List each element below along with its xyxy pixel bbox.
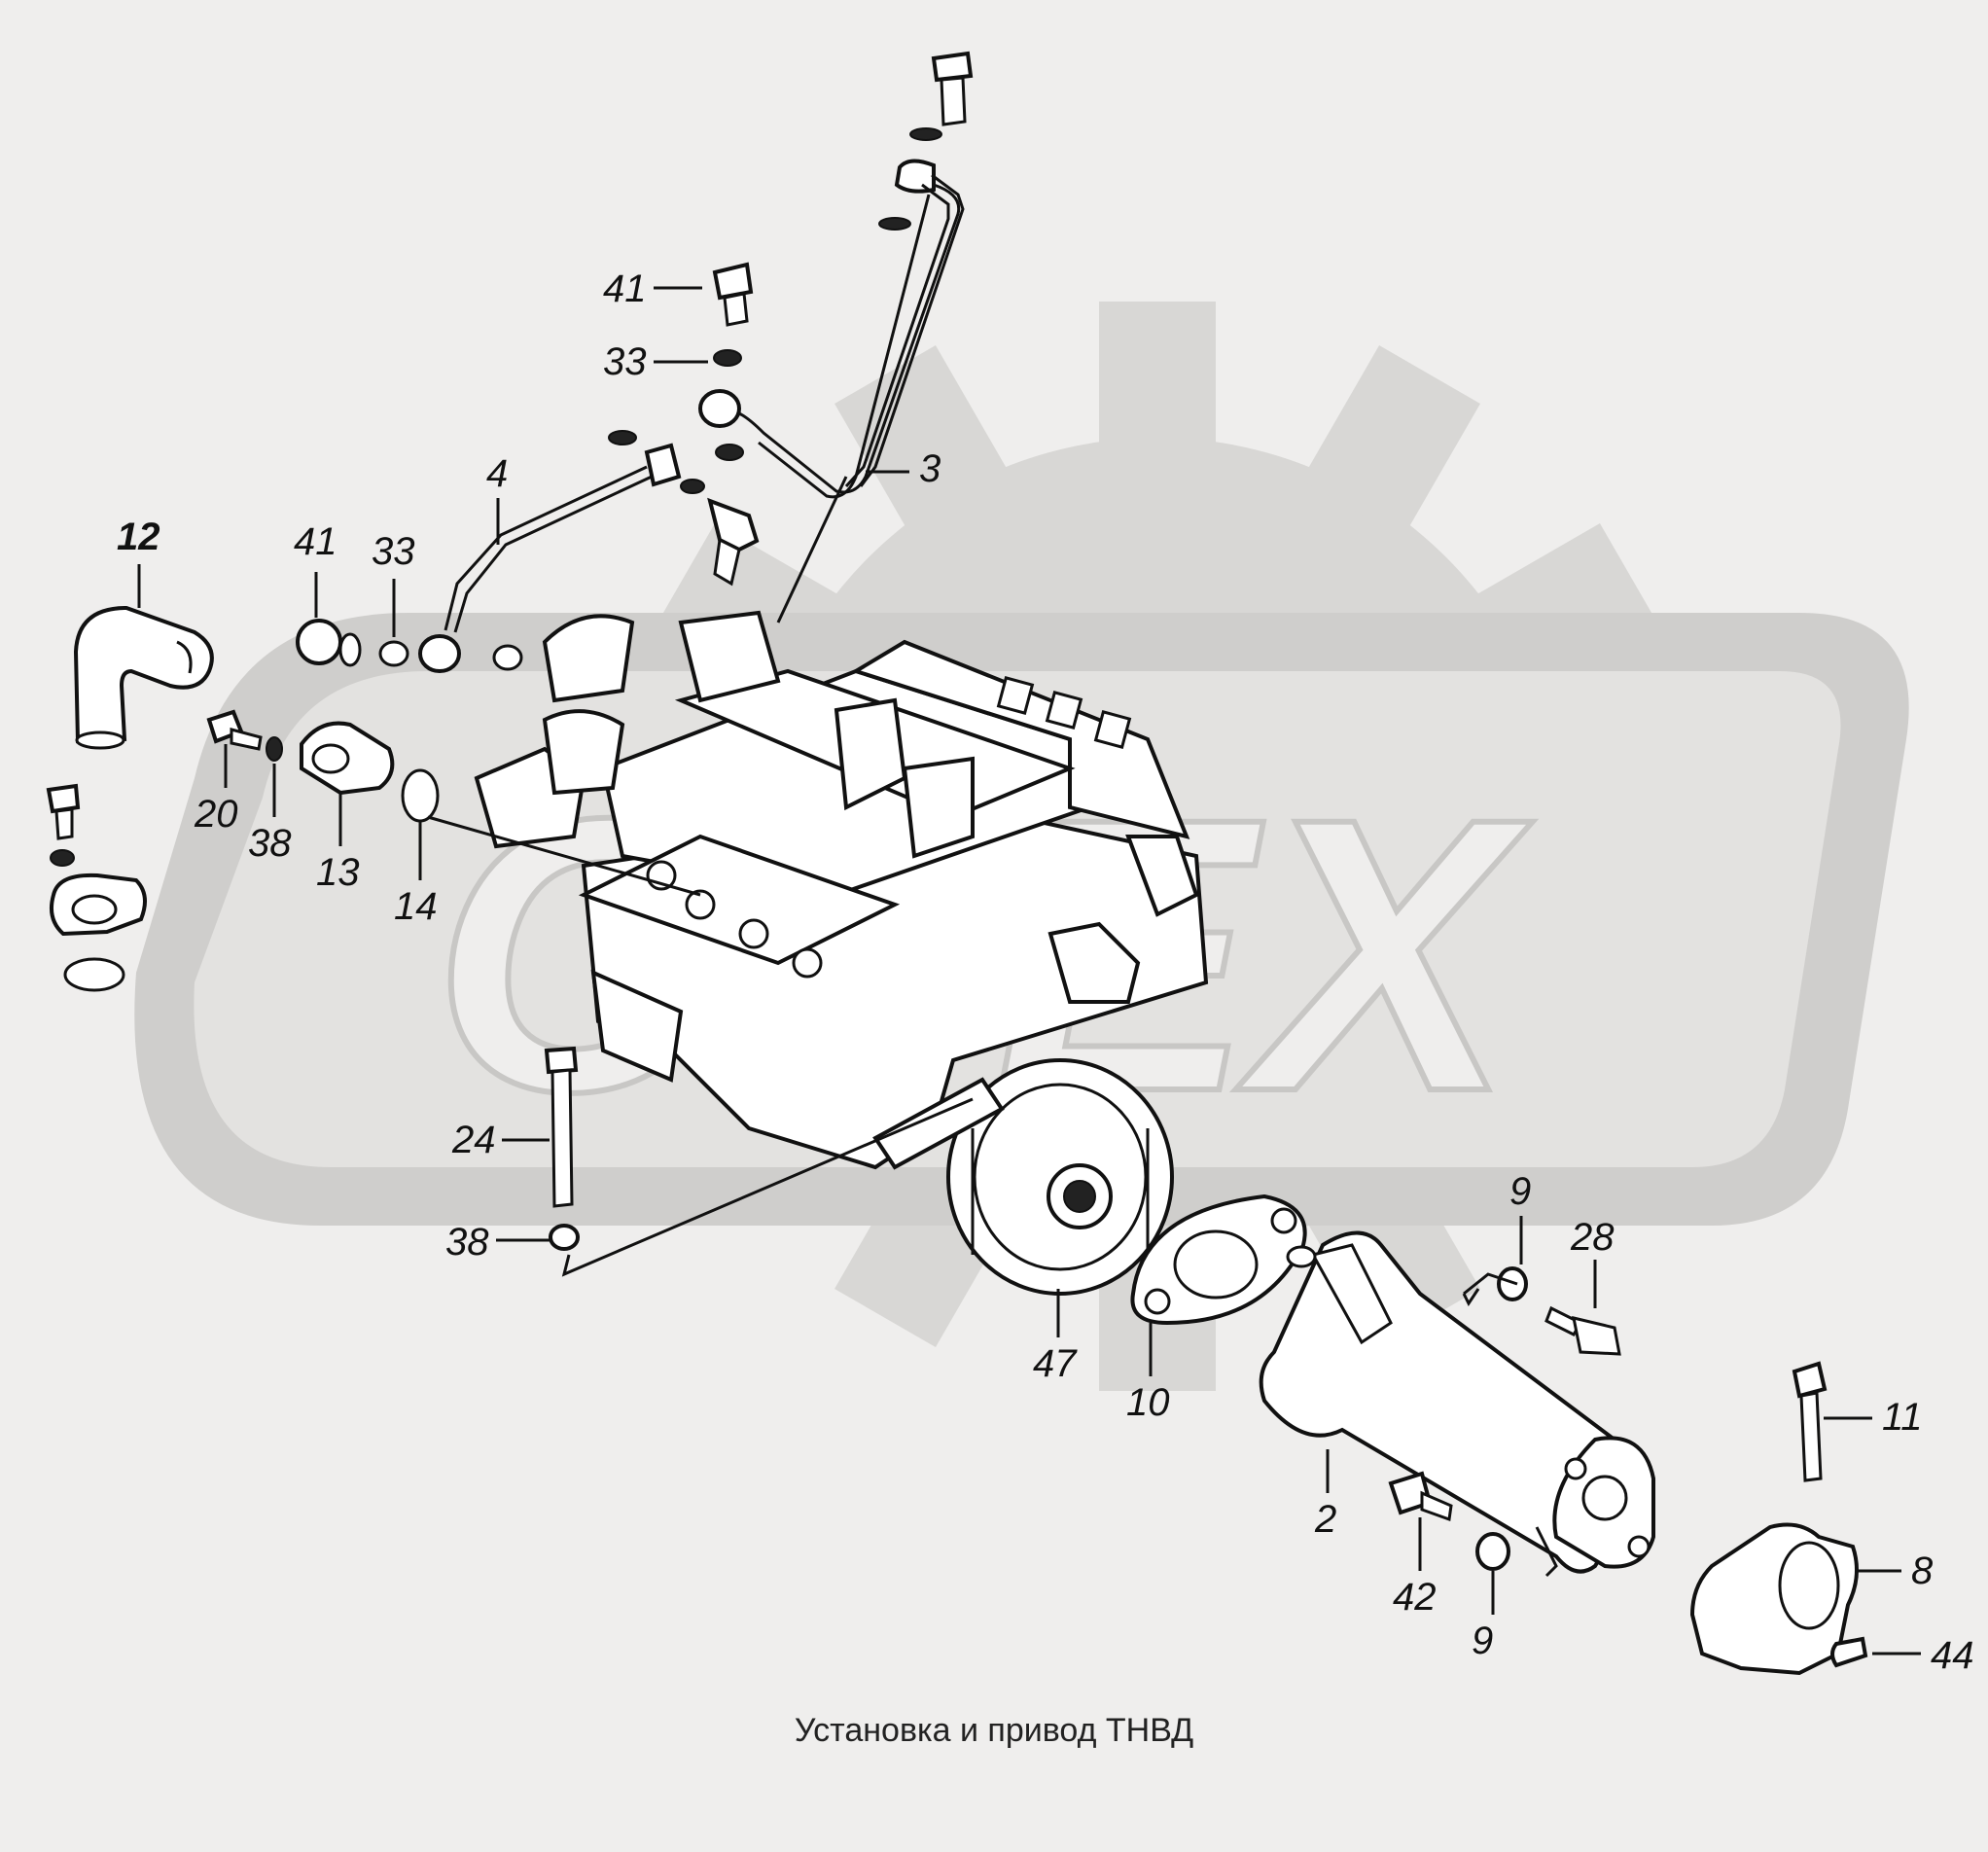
left-flange-stack (46, 783, 147, 992)
pipe-3 (738, 51, 974, 623)
callout-8: 8 (1911, 1549, 1934, 1592)
callout-42: 42 (1393, 1576, 1437, 1619)
callout-9-bottom: 9 (1472, 1620, 1493, 1662)
callout-10: 10 (1126, 1381, 1170, 1424)
callout-4: 4 (486, 452, 508, 495)
pipe-4 (418, 430, 760, 673)
banjo-bolt-41-top (698, 262, 754, 461)
callout-44: 44 (1931, 1634, 1974, 1677)
callout-47: 47 (1033, 1342, 1078, 1385)
callout-41-top: 41 (603, 267, 647, 310)
callout-33-left: 33 (372, 530, 415, 573)
bolt-42-washer-9 (1388, 1471, 1510, 1571)
callout-9-top: 9 (1509, 1170, 1531, 1213)
diagram-caption: Установка и привод ТНВД (795, 1712, 1193, 1749)
drive-coupling-47 (872, 1058, 1174, 1296)
clamp-8-bolt-11-key-44 (1689, 1361, 1868, 1676)
callout-28: 28 (1570, 1216, 1615, 1259)
callout-38-left: 38 (248, 822, 292, 865)
flange-group-13 (206, 709, 440, 823)
callout-14: 14 (394, 885, 438, 928)
bolt-24-washer-38 (544, 1046, 580, 1251)
callout-3: 3 (919, 447, 941, 490)
callout-13: 13 (316, 851, 360, 894)
gasket-10 (1130, 1193, 1307, 1326)
plug-41-left (296, 619, 523, 671)
housing-2 (1259, 1230, 1655, 1574)
callout-41-left: 41 (294, 520, 337, 563)
assembly-leader-lines (427, 815, 1558, 1578)
callout-12: 12 (117, 516, 160, 558)
callout-38-bottom: 38 (445, 1221, 489, 1264)
hose-12 (73, 605, 214, 750)
bolt-28-washer-9 (1497, 1266, 1621, 1356)
callout-2: 2 (1314, 1498, 1336, 1541)
fuel-pump-body (474, 610, 1209, 1170)
callout-24: 24 (451, 1119, 496, 1161)
callout-33-top: 33 (603, 340, 647, 383)
callout-20: 20 (194, 793, 238, 836)
callout-11: 11 (1882, 1396, 1923, 1439)
part-callouts: 41 33 3 4 12 41 33 20 38 13 14 24 (117, 267, 1974, 1677)
